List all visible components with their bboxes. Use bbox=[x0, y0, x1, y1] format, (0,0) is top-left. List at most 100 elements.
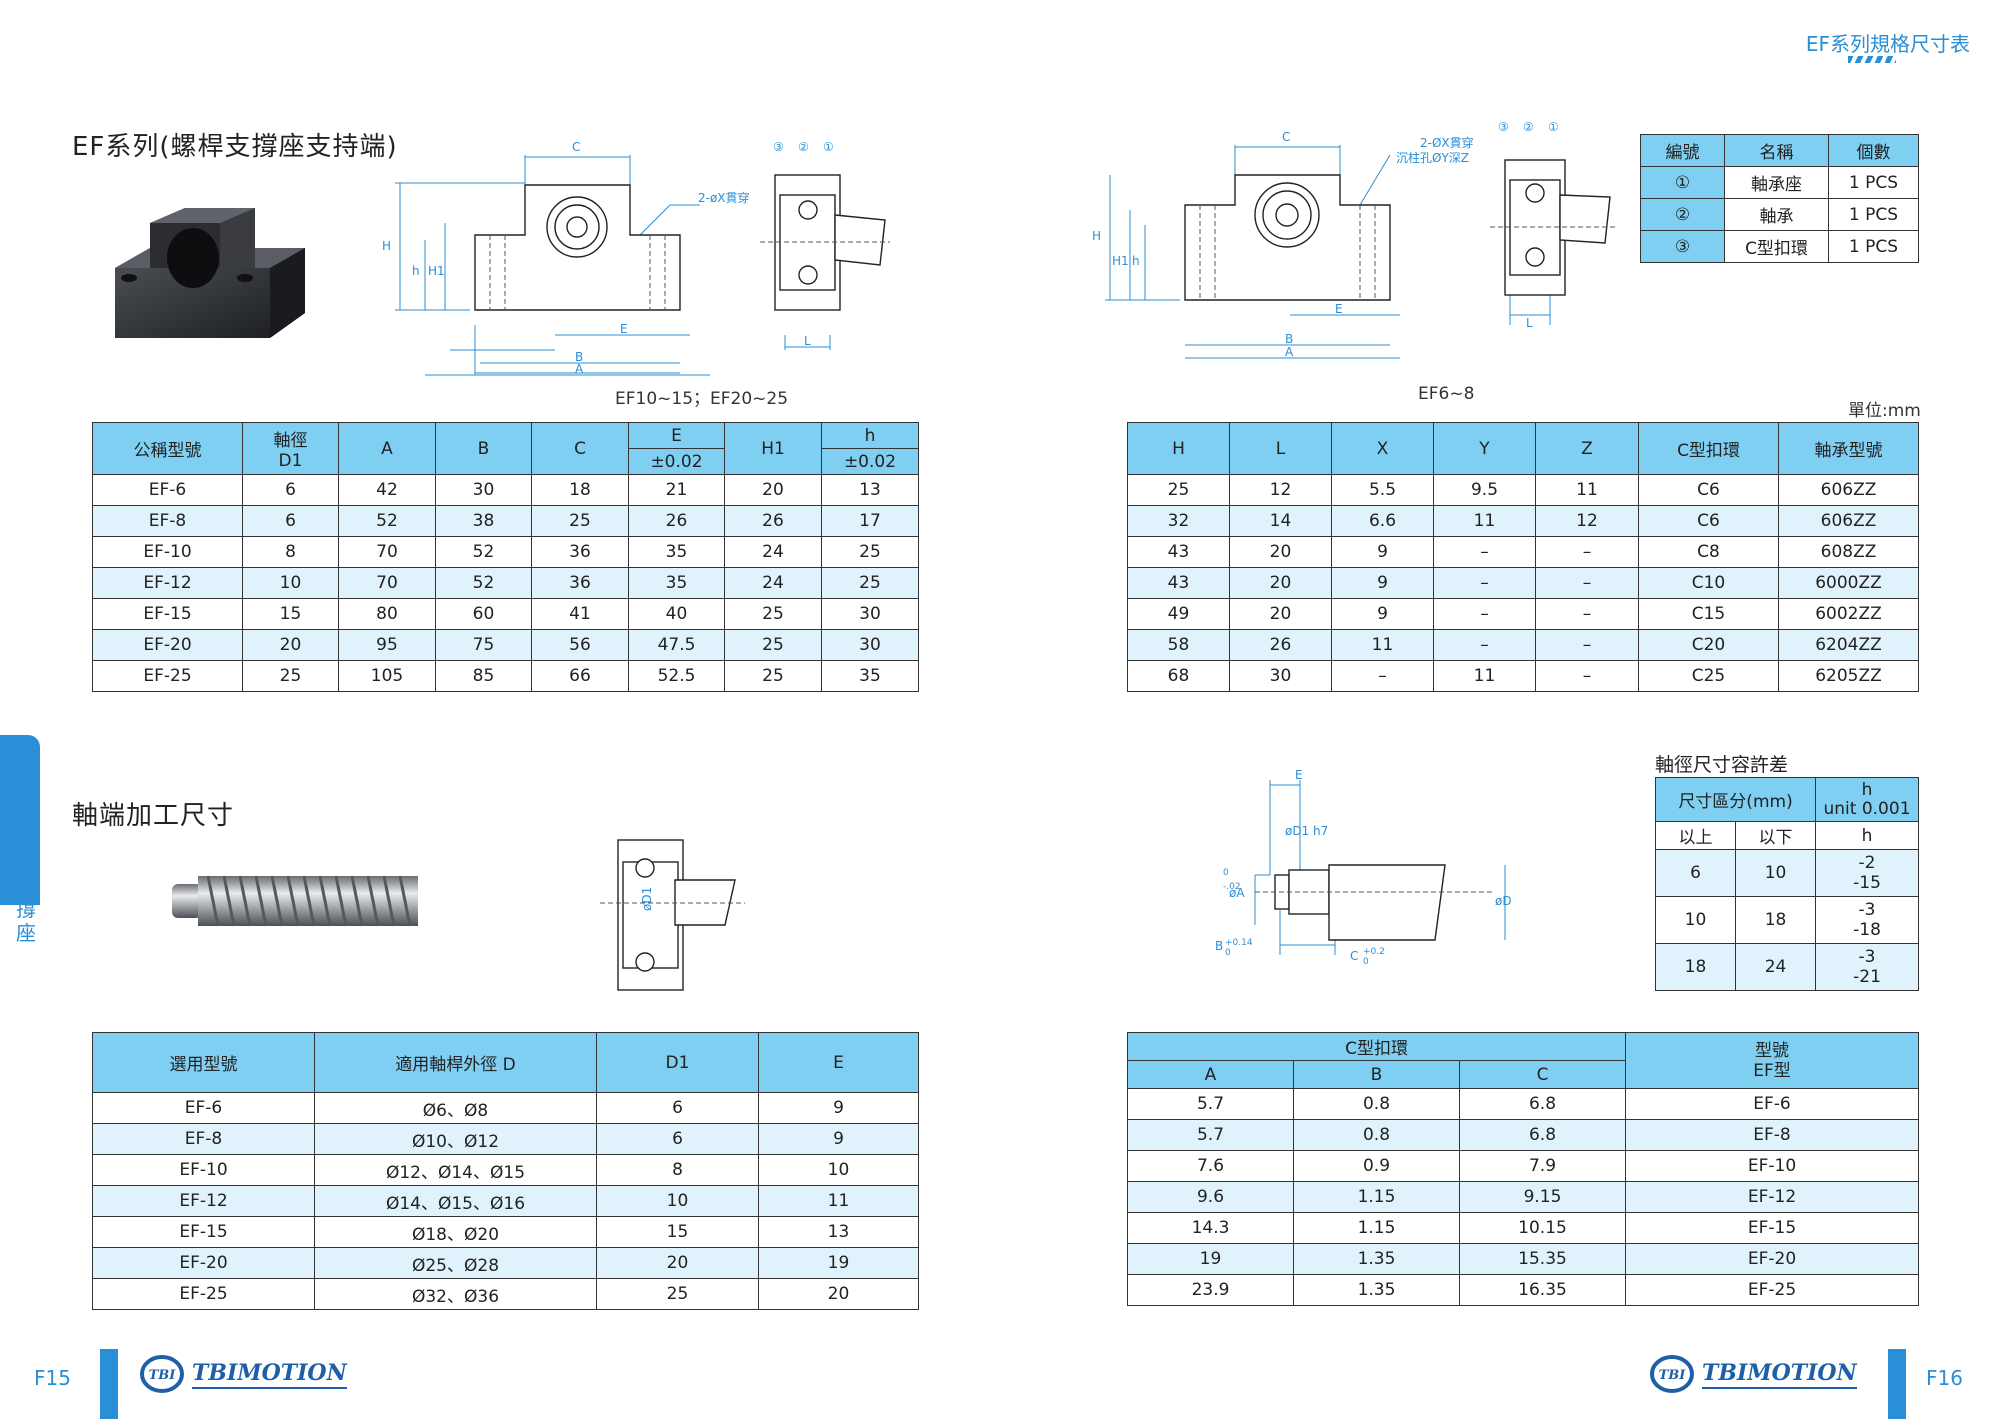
spec-right-row-cell: 608ZZ bbox=[1778, 536, 1919, 568]
tol-sub-h: h bbox=[1815, 821, 1920, 850]
shaft-right-row-cell: EF-10 bbox=[1625, 1150, 1920, 1182]
spec-left-row-cell: 25 bbox=[724, 598, 822, 630]
shaft-left-row-cell: Ø10、Ø12 bbox=[314, 1123, 597, 1155]
spec-right-header-5: C型扣環 bbox=[1638, 422, 1779, 475]
shaft-right-row-cell: 6.8 bbox=[1458, 1119, 1627, 1151]
spec-left-row-cell: 30 bbox=[821, 629, 919, 661]
spec-left-row-cell: 6 bbox=[242, 474, 339, 506]
tol-cell-h: -3-21 bbox=[1815, 943, 1920, 991]
tol-h-upper: -3 bbox=[1858, 900, 1876, 920]
spec-left-row-cell: 70 bbox=[338, 536, 436, 568]
shaft-section-drawing: øD1 bbox=[600, 839, 745, 991]
spec-right-row-cell: 606ZZ bbox=[1778, 474, 1919, 506]
dim-h1-label-r: H1 bbox=[1112, 254, 1129, 268]
spec-right-row-cell: – bbox=[1433, 536, 1536, 568]
spec-header-b: B bbox=[435, 422, 532, 475]
spec-left-row-cell: EF-8 bbox=[92, 505, 243, 537]
shaft-left-row-cell: 10 bbox=[758, 1154, 919, 1186]
header-stripes bbox=[1848, 56, 1896, 63]
shaft-left-row-cell: Ø32、Ø36 bbox=[314, 1278, 597, 1310]
spec-right-row-cell: – bbox=[1535, 598, 1639, 630]
spec-right-row-cell: – bbox=[1535, 536, 1639, 568]
parts-cell: 1 PCS bbox=[1828, 198, 1919, 231]
shaft-left-row-cell: EF-25 bbox=[92, 1278, 315, 1310]
spec-left-row-cell: 70 bbox=[338, 567, 436, 599]
spec-right-row-cell: 6205ZZ bbox=[1778, 660, 1919, 692]
spec-right-header-6: 軸承型號 bbox=[1778, 422, 1919, 475]
spec-right-row-cell: 9.5 bbox=[1433, 474, 1536, 506]
spec-left-row-cell: 66 bbox=[531, 660, 629, 692]
ball-screw-photo bbox=[172, 875, 418, 927]
spec-left-row-cell: 17 bbox=[821, 505, 919, 537]
shaft-left-row-cell: Ø6、Ø8 bbox=[314, 1092, 597, 1124]
parts-cell: ② bbox=[1640, 198, 1725, 231]
tol-header-range: 尺寸區分(mm) bbox=[1654, 777, 1817, 822]
shaft-left-row-cell: 10 bbox=[596, 1185, 759, 1217]
spec-left-row-cell: 35 bbox=[628, 536, 725, 568]
spec-right-row-cell: 12 bbox=[1535, 505, 1639, 537]
spec-left-row-cell: 13 bbox=[821, 474, 919, 506]
shaft-right-row-cell: 15.35 bbox=[1458, 1243, 1627, 1275]
shaft-left-row-cell: Ø14、Ø15、Ø16 bbox=[314, 1185, 597, 1217]
shaft-left-row-cell: 8 bbox=[596, 1154, 759, 1186]
support-block-photo bbox=[115, 208, 305, 338]
spec-left-row-cell: 35 bbox=[821, 660, 919, 692]
shaft-left-row-cell: EF-15 bbox=[92, 1216, 315, 1248]
dim-h-small-label-r: h bbox=[1132, 254, 1140, 268]
spec-left-row-cell: 25 bbox=[821, 567, 919, 599]
spec-right-row-cell: C15 bbox=[1638, 598, 1779, 630]
shaft-a-tol-top: 0 bbox=[1223, 868, 1229, 878]
spec-left-row-cell: 52 bbox=[435, 567, 532, 599]
spec-left-row-cell: 85 bbox=[435, 660, 532, 692]
shaft-right-row-cell: EF-25 bbox=[1625, 1274, 1920, 1306]
spec-right-row-cell: C20 bbox=[1638, 629, 1779, 661]
shaft-left-row-cell: 6 bbox=[596, 1092, 759, 1124]
spec-left-row-cell: 52 bbox=[338, 505, 436, 537]
shaft-c-label: C bbox=[1350, 949, 1358, 963]
spec-left-row-cell: 25 bbox=[724, 660, 822, 692]
shaft-right-row-cell: 10.15 bbox=[1458, 1212, 1627, 1244]
spec-right-row-cell: 26 bbox=[1229, 629, 1332, 661]
tol-cell-below: 18 bbox=[1734, 896, 1817, 944]
side-tab-label: 螺桿支撐座 bbox=[16, 825, 36, 945]
spec-left-row-cell: 6 bbox=[242, 505, 339, 537]
dim-e-label-r: E bbox=[1335, 302, 1343, 316]
ef6-8-drawing: C E B A H H1 h 2-ØX貫穿 沉柱孔ØY深Z L ③ ② ① bbox=[1092, 120, 1615, 359]
dim-a-label-r: A bbox=[1285, 345, 1294, 359]
spec-left-row-cell: 41 bbox=[531, 598, 629, 630]
shaft-left-row-cell: 11 bbox=[758, 1185, 919, 1217]
spec-right-row-cell: 5.5 bbox=[1331, 474, 1434, 506]
spec-left-row-cell: 36 bbox=[531, 536, 629, 568]
spec-left-row-cell: 10 bbox=[242, 567, 339, 599]
spec-left-row-cell: 56 bbox=[531, 629, 629, 661]
callout-1: ① bbox=[823, 140, 834, 154]
spec-right-header-3: Y bbox=[1433, 422, 1536, 475]
shaft-left-row-cell: 9 bbox=[758, 1123, 919, 1155]
spec-header-h-tol: ±0.02 bbox=[821, 448, 919, 475]
tol-sub-above: 以上 bbox=[1655, 821, 1736, 850]
spec-left-row-cell: 52.5 bbox=[628, 660, 725, 692]
shaft-right-row-cell: EF-12 bbox=[1625, 1181, 1920, 1213]
spec-header-a: A bbox=[338, 422, 436, 475]
spec-right-header-4: Z bbox=[1535, 422, 1639, 475]
spec-right-row-cell: 20 bbox=[1229, 567, 1332, 599]
spec-header-model: 公稱型號 bbox=[92, 422, 243, 475]
spec-right-header-2: X bbox=[1331, 422, 1434, 475]
shaft-left-row-cell: EF-10 bbox=[92, 1154, 315, 1186]
shaft-right-row-cell: 23.9 bbox=[1127, 1274, 1294, 1306]
spec-left-row-cell: 75 bbox=[435, 629, 532, 661]
